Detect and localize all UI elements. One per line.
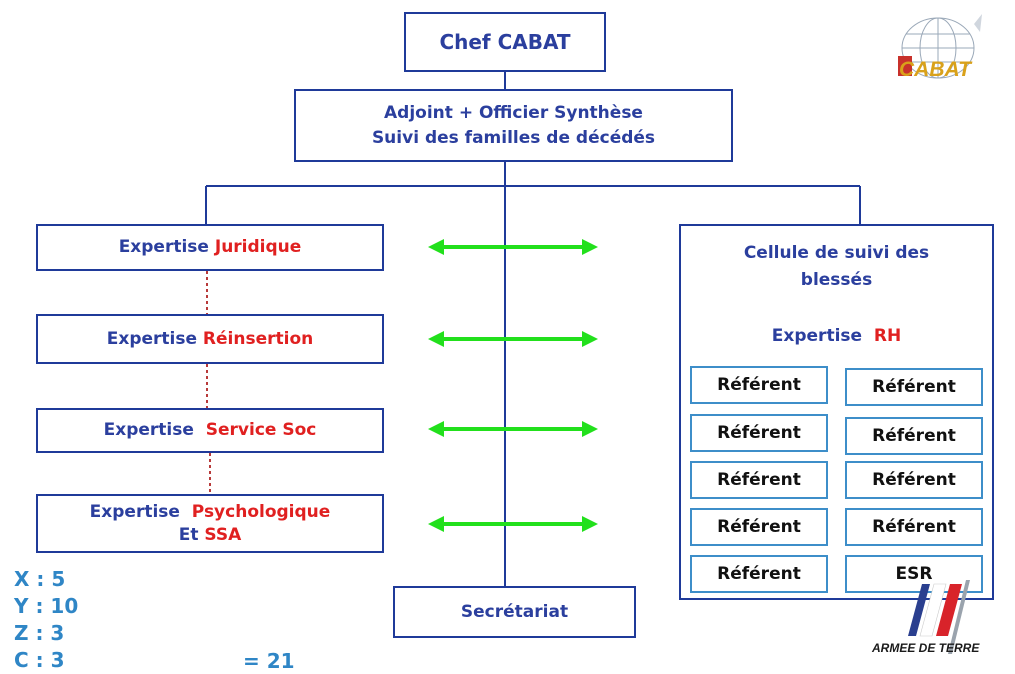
armee-de-terre-logo-icon: ARMEE DE TERRE [871, 580, 980, 655]
cellule-title: Cellule de suivi des blessés [681, 240, 992, 294]
stat-x: X : 5 [14, 567, 66, 591]
stat-c: C : 3 [14, 648, 65, 672]
expertise-name: Réinsertion [202, 328, 314, 349]
expertise-reinsertion-box: Expertise Réinsertion [36, 314, 384, 364]
member-box: Référent [690, 366, 828, 404]
expertise-prefix: Expertise [106, 328, 197, 349]
cabat-logo-icon: CABAT [898, 14, 982, 81]
expertise-line2-name: SSA [204, 524, 242, 545]
secretariat-box: Secrétariat [393, 586, 636, 638]
expertise-prefix: Expertise [103, 420, 194, 441]
stat-z: Z : 3 [14, 621, 65, 645]
deputy-line1: Adjoint + Officier Synthèse [384, 102, 643, 123]
cellule-title-line1: Cellule de suivi des [743, 243, 930, 263]
expertise-prefix: Expertise [89, 502, 180, 523]
expertise-name: Psychologique [191, 502, 331, 523]
deputy-line2: Suivi des familles de décédés [371, 127, 656, 148]
stats-block: X : 5 Y : 10 Z : 3 C : 3 [14, 566, 78, 674]
cellule-expertise-prefix: Expertise [771, 326, 863, 346]
cellule-expertise: Expertise RH [681, 324, 992, 349]
cellule-expertise-name: RH [873, 326, 902, 346]
member-box: Référent [690, 555, 828, 593]
expertise-juridique-box: Expertise Juridique [36, 224, 384, 271]
secretariat-label: Secrétariat [460, 601, 569, 622]
expertise-prefix: Expertise [118, 237, 209, 258]
member-box: Référent [845, 417, 983, 455]
member-box: Référent [690, 414, 828, 452]
expertise-line2-prefix: Et [178, 524, 199, 545]
deputy-box: Adjoint + Officier Synthèse Suivi des fa… [294, 89, 733, 162]
stat-total: = 21 [243, 649, 295, 673]
stat-y: Y : 10 [14, 594, 79, 618]
expertise-name: Service Soc [205, 420, 317, 441]
member-box: Référent [845, 461, 983, 499]
expertise-psychologique-box: Expertise Psychologique Et SSA [36, 494, 384, 553]
expertise-service-soc-box: Expertise Service Soc [36, 408, 384, 453]
member-box: Référent [690, 508, 828, 546]
cabat-logo-text: CABAT [899, 58, 973, 81]
expertise-name: Juridique [214, 237, 302, 258]
member-box: Référent [690, 461, 828, 499]
chief-title: Chef CABAT [439, 29, 571, 54]
cellule-title-line2: blessés [800, 270, 873, 290]
member-box: Référent [845, 368, 983, 406]
armee-logo-text: ARMEE DE TERRE [871, 641, 980, 655]
member-box: Référent [845, 508, 983, 546]
chief-box: Chef CABAT [404, 12, 606, 72]
